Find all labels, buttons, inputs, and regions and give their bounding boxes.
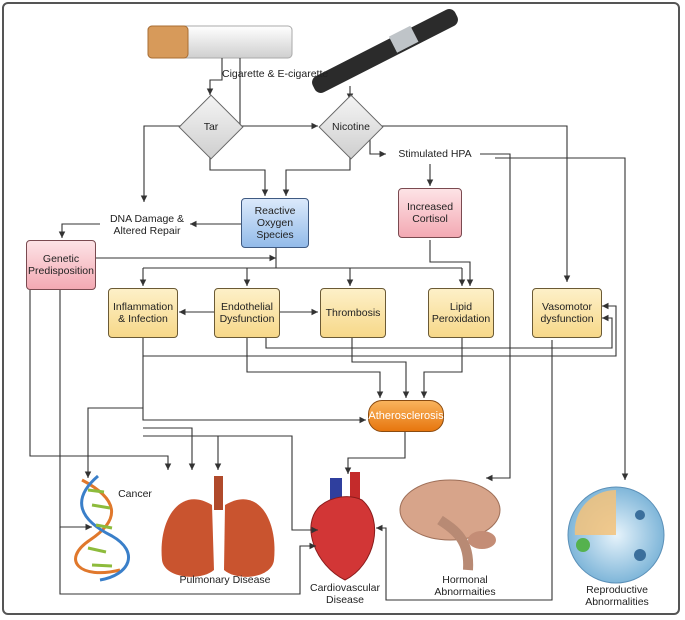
lipid-box: Lipid Peroxidation [428, 288, 494, 338]
endothelial-box: Endothelial Dysfunction [214, 288, 280, 338]
inflammation-box: Inflammation & Infection [108, 288, 178, 338]
e-cigarette-icon [312, 9, 458, 93]
stimulated-hpa: Stimulated HPA [398, 148, 472, 160]
cigarette-icon [147, 25, 293, 59]
atherosclerosis-box: Atherosclerosis [368, 400, 444, 432]
vasomotor-box: Vasomotor dysfunction [532, 288, 602, 338]
nicotine-label: Nicotine [332, 121, 370, 133]
cancer-label: Cancer [118, 488, 152, 500]
brain-icon [399, 479, 501, 571]
dna-icon [74, 474, 130, 582]
ros-box: Reactive Oxygen Species [241, 198, 309, 248]
pulmonary-label: Pulmonary Disease [179, 574, 271, 586]
reproductive-label: Reproductive Abnormalities [585, 584, 649, 608]
diagram-frame [2, 2, 680, 615]
cell-icon [567, 486, 665, 584]
tar-label: Tar [203, 121, 219, 133]
cortisol-box: Increased Cortisol [398, 188, 462, 238]
source-label: Cigarette & E-cigarette [222, 68, 329, 80]
genetic-box: Genetic Predisposition [26, 240, 96, 290]
dna-damage: DNA Damage & Altered Repair [109, 213, 185, 237]
hormonal-label: Hormonal Abnormaities [434, 574, 496, 598]
thrombosis-box: Thrombosis [320, 288, 386, 338]
cardiovascular-label: Cardiovascular Disease [309, 582, 381, 606]
heart-icon [310, 472, 376, 581]
lungs-icon [161, 476, 275, 577]
